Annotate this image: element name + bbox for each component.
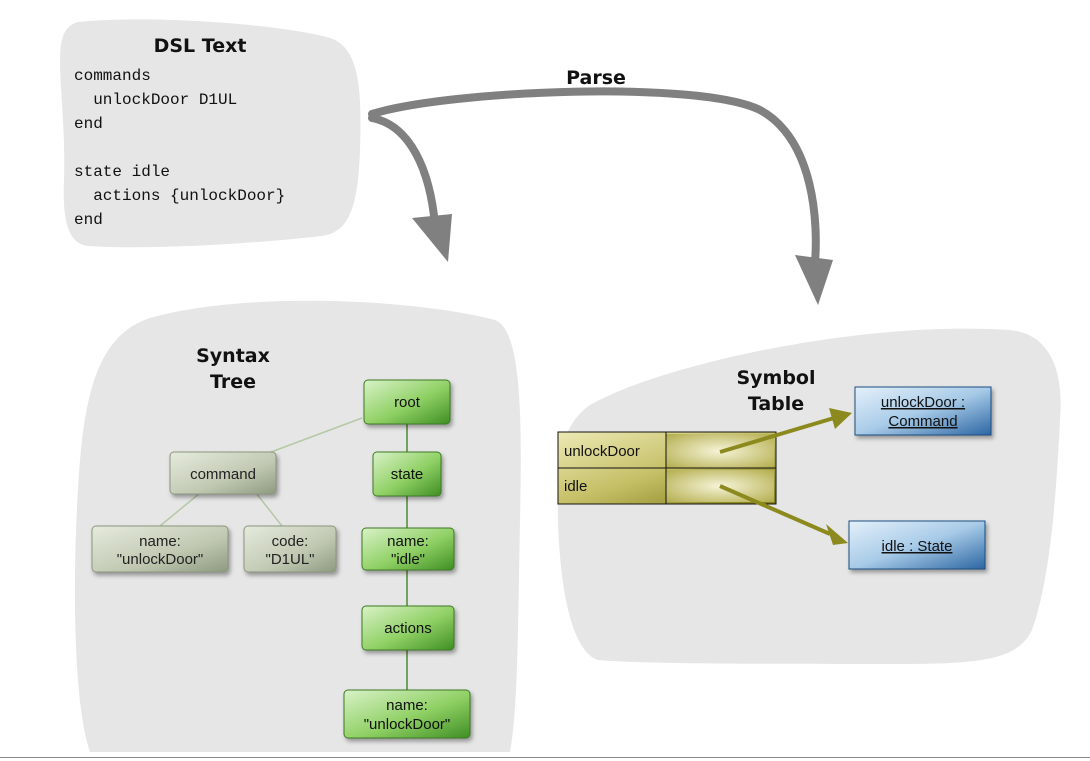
tree-node-state-name-key: name: (387, 533, 429, 550)
symbol-table-row-unlockdoor: unlockDoor (564, 443, 640, 460)
tree-node-state-label: state (391, 466, 424, 483)
tree-node-root-label: root (394, 394, 421, 411)
symbol-table-title-line1: Symbol (736, 367, 815, 389)
state-object (848, 520, 986, 570)
parse-arrows (368, 87, 833, 305)
dsl-line-1: commands (74, 67, 151, 85)
tree-node-action-name-key: name: (386, 697, 428, 714)
tree-connectors (159, 417, 408, 690)
tree-node-command (169, 451, 277, 495)
tree-node-actions (361, 605, 455, 651)
command-object-label-line1: unlockDoor : (881, 394, 965, 411)
tree-node-root (363, 379, 451, 425)
symbol-table-row-idle: idle (564, 478, 587, 495)
dsl-line-3: end (74, 115, 103, 133)
command-object-label-line2: Command (888, 413, 957, 430)
tree-node-state (372, 451, 442, 497)
tree-node-command-name-value: "unlockDoor" (117, 551, 204, 568)
dsl-line-2: unlockDoor D1UL (74, 91, 237, 109)
symbol-table: unlockDoor idle (557, 431, 777, 505)
parse-label: Parse (566, 67, 626, 89)
dsl-text-title: DSL Text (154, 35, 247, 57)
symbol-table-title-line2: Table (748, 393, 804, 415)
dsl-line-7: end (74, 211, 103, 229)
command-object (854, 386, 992, 436)
tree-node-action-name-value: "unlockDoor" (364, 716, 451, 733)
bottom-divider (0, 757, 1090, 758)
dsl-code-block: commands unlockDoor D1UL end state idle … (74, 67, 285, 229)
syntax-tree-title-line1: Syntax (196, 345, 270, 367)
tree-node-command-code-value: "D1UL" (266, 551, 315, 568)
symbol-reference-arrows (719, 408, 852, 545)
state-object-label: idle : State (882, 538, 953, 555)
tree-node-command-name (91, 525, 229, 573)
tree-node-action-name (343, 689, 471, 739)
tree-node-state-name (361, 527, 455, 571)
tree-node-actions-label: actions (384, 620, 432, 637)
dsl-text-blob (60, 19, 361, 248)
tree-node-command-label: command (190, 466, 256, 483)
dsl-line-6: actions {unlockDoor} (74, 187, 285, 205)
tree-node-command-name-key: name: (139, 533, 181, 550)
tree-node-command-code-key: code: (272, 533, 309, 550)
tree-node-command-code (243, 525, 337, 573)
tree-node-state-name-value: "idle" (391, 551, 425, 568)
dsl-line-5: state idle (74, 163, 170, 181)
syntax-tree-title-line2: Tree (210, 371, 256, 393)
